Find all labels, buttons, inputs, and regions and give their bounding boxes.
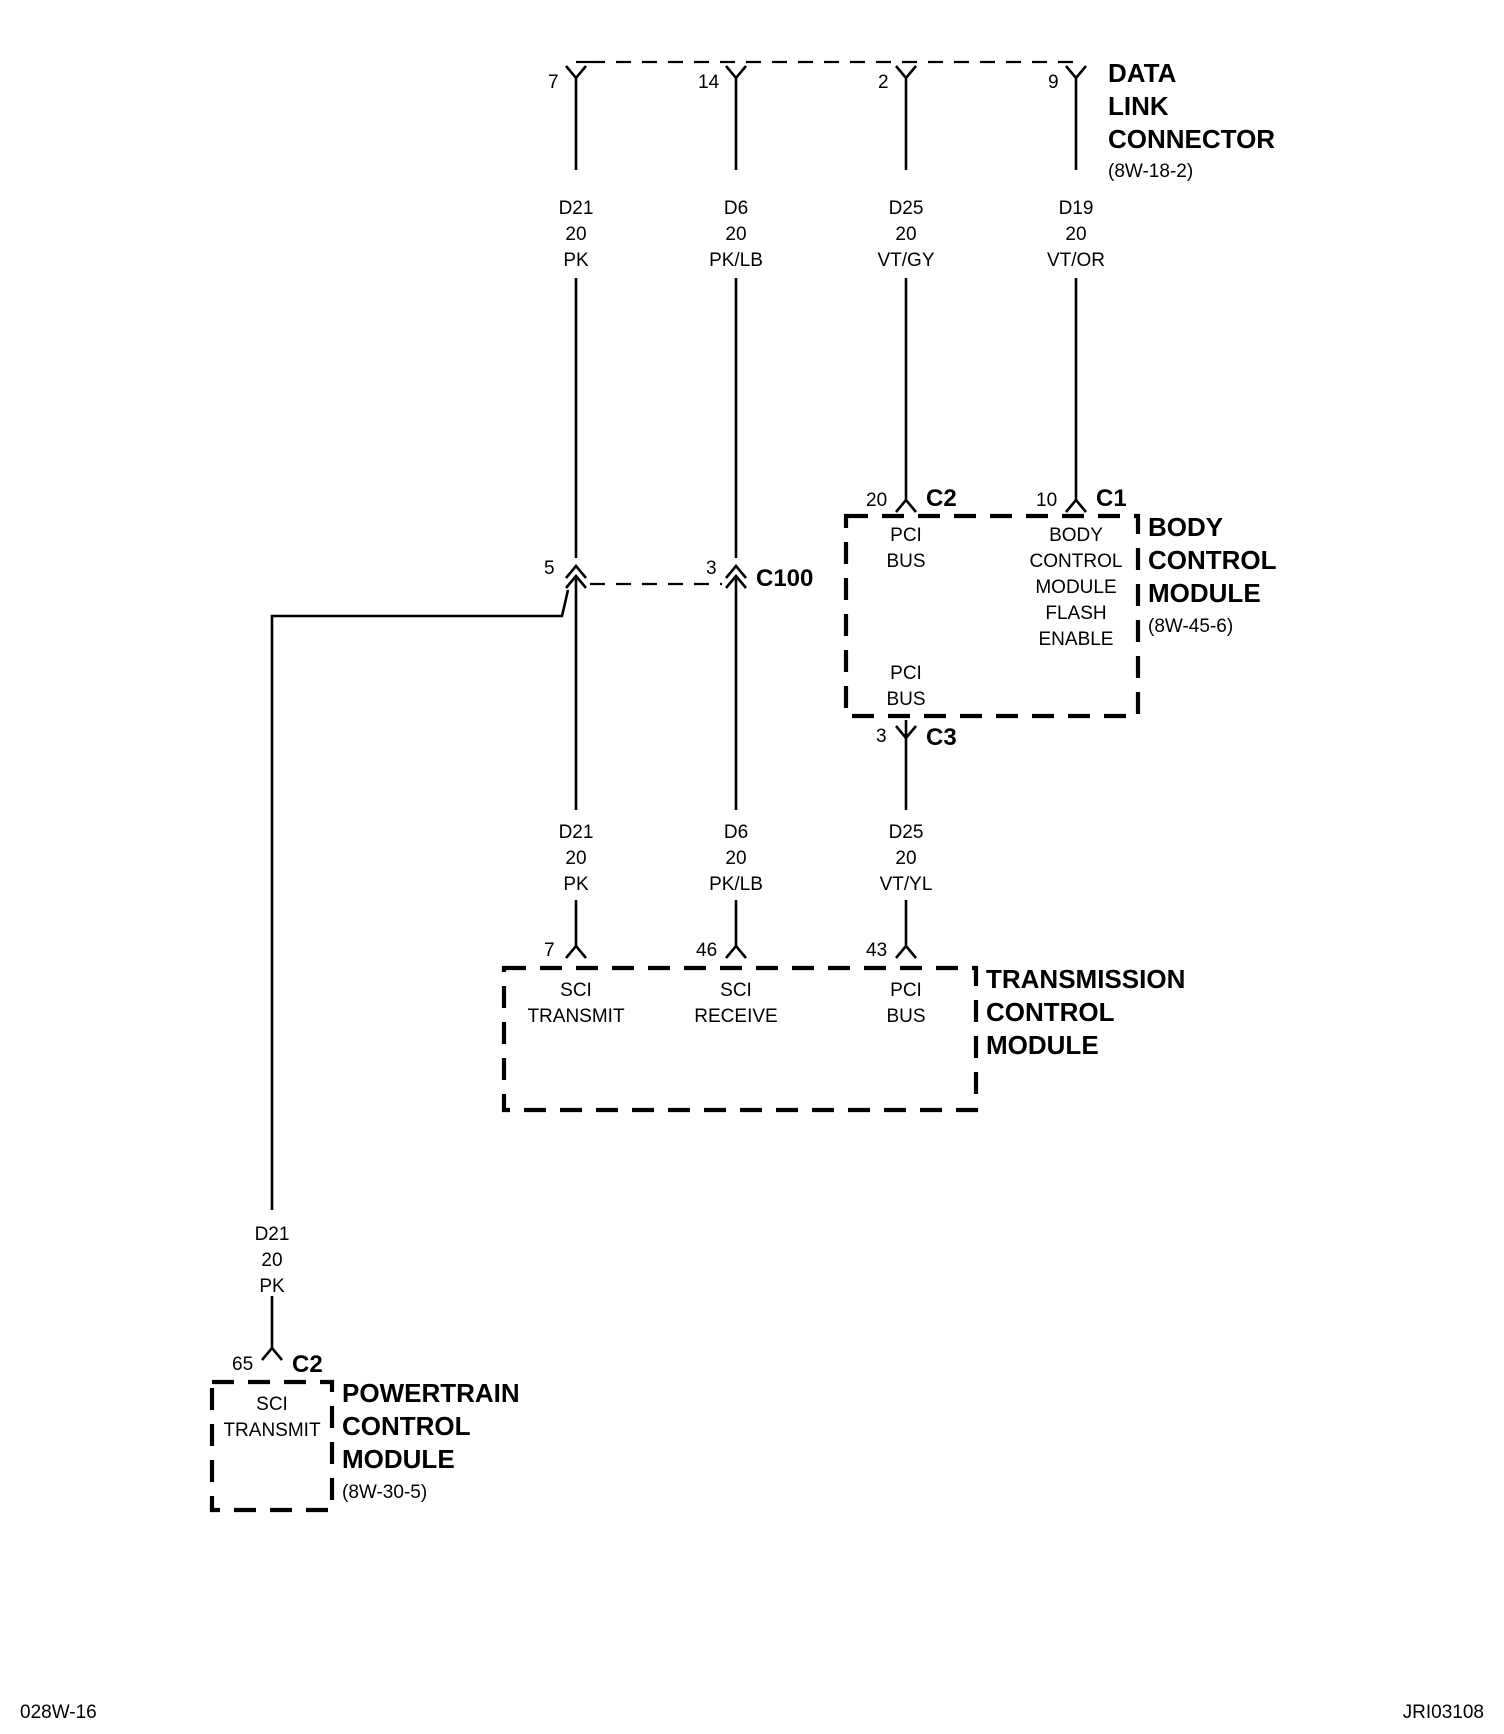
dlc-pin-7: 7 [548,72,559,93]
c100-connector [565,563,747,589]
wire-gauge: 20 [895,848,916,869]
wire-circuit: D21 [559,822,594,843]
c100-label: C100 [756,565,813,592]
tcm-pin-7: 7 [544,940,555,961]
bcm-module [843,497,1141,741]
bcm-pin-10: 10 [1036,490,1057,511]
wire-gauge: 20 [565,848,586,869]
wires [270,278,1078,1348]
c100-pin-3: 3 [706,558,717,579]
wire-color: PK [563,874,589,895]
bcm-pci-top-1: PCI [890,525,922,546]
bcm-flash-2: CONTROL [1030,551,1123,572]
wire-label-d25-top: D25 20 VT/GY [877,198,934,271]
bcm-conn-c3: C3 [926,724,957,751]
c100-pin-5: 5 [544,558,555,579]
wire-circuit: D21 [255,1224,290,1245]
wire-circuit: D19 [1059,198,1094,219]
wire-color: PK/LB [709,250,763,271]
wire-color: VT/YL [880,874,933,895]
bcm-conn-c2: C2 [926,485,957,512]
tcm-term-2-line-2: RECEIVE [694,1006,777,1027]
bcm-title-line-1: BODY [1148,512,1223,542]
tcm-title-line-1: TRANSMISSION [986,964,1185,994]
footer-page-code: 028W-16 [20,1702,97,1723]
wire-circuit: D25 [889,198,924,219]
wire-label-d25-mid: D25 20 VT/YL [880,822,933,895]
tcm-title-line-3: MODULE [986,1030,1099,1060]
wire-label-d21-pcm: D21 20 PK [255,1224,290,1297]
bcm-pci-top-2: BUS [886,551,925,572]
pcm-pin-65: 65 [232,1354,253,1375]
wire-gauge: 20 [895,224,916,245]
footer-figure-id: JRI03108 [1403,1702,1484,1723]
wire-gauge: 20 [261,1250,282,1271]
bcm-pin-3: 3 [876,726,887,747]
tcm-pin-43: 43 [866,940,887,961]
bcm-conn-c1: C1 [1096,485,1127,512]
dlc-pin-9: 9 [1048,72,1059,93]
pcm-term-line-1: SCI [256,1394,288,1415]
tcm-title-line-2: CONTROL [986,997,1115,1027]
dlc-connector-bus [565,60,1087,170]
wire-gauge: 20 [725,848,746,869]
pcm-title-line-1: POWERTRAIN [342,1378,520,1408]
pcm-title-line-2: CONTROL [342,1411,471,1441]
tcm-term-3-line-1: PCI [890,980,922,1001]
dlc-title-line-3: CONNECTOR [1108,124,1275,154]
pcm-ref: (8W-30-5) [342,1482,427,1503]
wire-circuit: D21 [559,198,594,219]
bcm-flash-5: ENABLE [1039,629,1114,650]
dlc-title-line-1: DATA [1108,58,1177,88]
pcm-conn-c2: C2 [292,1351,323,1378]
tcm-pin-46: 46 [696,940,717,961]
dlc-title-line-2: LINK [1108,91,1169,121]
wire-color: VT/GY [877,250,934,271]
bcm-title-line-3: MODULE [1148,578,1261,608]
bcm-ref: (8W-45-6) [1148,616,1233,637]
bcm-pin-20: 20 [866,490,887,511]
dlc-pin-2: 2 [878,72,889,93]
wire-gauge: 20 [565,224,586,245]
bcm-pci-bottom-2: BUS [886,689,925,710]
wire-color: VT/OR [1047,250,1105,271]
wire-label-d19-top: D19 20 VT/OR [1047,198,1105,271]
pcm-title-line-3: MODULE [342,1444,455,1474]
dlc-ref: (8W-18-2) [1108,161,1193,182]
wire-label-d21-top: D21 20 PK [559,198,594,271]
wire-label-d6-mid: D6 20 PK/LB [709,822,763,895]
wire-label-d6-top: D6 20 PK/LB [709,198,763,271]
tcm-term-2-line-1: SCI [720,980,752,1001]
wire-circuit: D6 [724,822,748,843]
tcm-term-1-line-2: TRANSMIT [527,1006,625,1027]
wire-circuit: D25 [889,822,924,843]
wire-d21-pcm-branch [270,589,570,1210]
bcm-flash-3: MODULE [1035,577,1116,598]
tcm-term-1-line-1: SCI [560,980,592,1001]
wire-gauge: 20 [1065,224,1086,245]
pcm-module [209,1345,335,1513]
tcm-module [501,943,979,1113]
bcm-pci-bottom-1: PCI [890,663,922,684]
dlc-pin-14: 14 [698,72,720,93]
wire-color: PK [259,1276,285,1297]
wire-label-d21-mid: D21 20 PK [559,822,594,895]
wire-color: PK [563,250,589,271]
bcm-title-line-2: CONTROL [1148,545,1277,575]
wire-color: PK/LB [709,874,763,895]
bcm-flash-1: BODY [1049,525,1103,546]
wire-gauge: 20 [725,224,746,245]
wire-circuit: D6 [724,198,748,219]
pcm-term-line-2: TRANSMIT [223,1420,321,1441]
tcm-term-3-line-2: BUS [886,1006,925,1027]
bcm-flash-4: FLASH [1045,603,1106,624]
